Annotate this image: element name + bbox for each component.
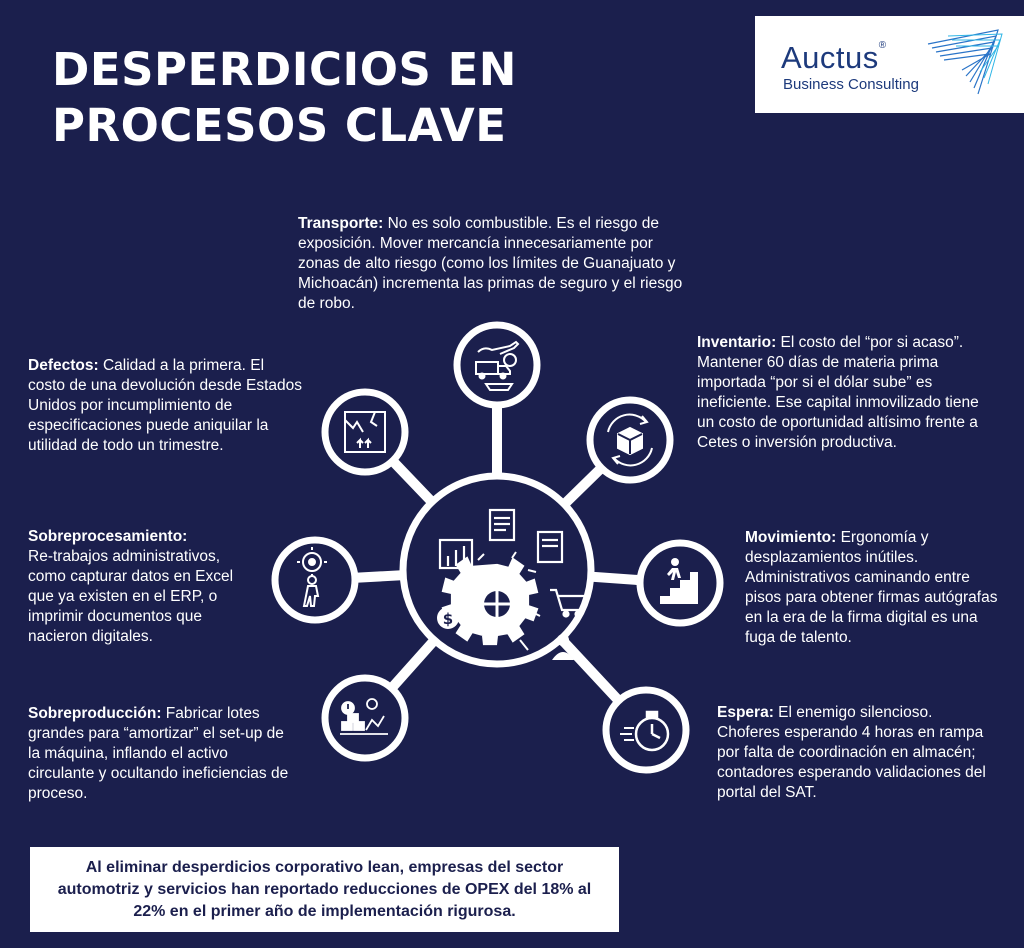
inventory-cycle-icon (607, 413, 653, 467)
logo-registered-mark: ® (878, 40, 887, 51)
waste-sobreproduccion-text: Sobreproducción: Fabricar lotes grandes … (28, 705, 289, 802)
page-title: DESPERDICIOS EN PROCESOS CLAVE (52, 42, 517, 154)
person-stairs-icon (660, 558, 698, 604)
transport-icon (475, 340, 520, 391)
business-process-gear-icon: $ (437, 508, 588, 660)
footer-text: Al eliminar desperdicios corporativo lea… (57, 858, 592, 920)
footer-callout: Al eliminar desperdicios corporativo lea… (30, 847, 619, 932)
overproduction-icon (340, 698, 388, 735)
title-line-1: DESPERDICIOS EN (52, 43, 517, 96)
logo-subtitle: Business Consulting (783, 76, 919, 93)
svg-text:$: $ (443, 610, 453, 628)
waste-sobreprocesamiento-text: Sobreprocesamiento:Re-trabajos administr… (28, 528, 234, 645)
node-defectos (321, 388, 409, 476)
title-line-2: PROCESOS CLAVE (52, 99, 507, 152)
node-sobreproduccion (321, 674, 409, 762)
waste-defectos-text: Defectos: Calidad a la primera. El costo… (28, 357, 303, 454)
waste-transporte-text: Transporte: No es solo combustible. Es e… (298, 215, 683, 312)
node-espera (602, 686, 690, 774)
waste-espera-text: Espera: El enemigo silencioso. Choferes … (717, 704, 986, 801)
stopwatch-icon (620, 710, 670, 752)
logo-mark-icon (927, 29, 1003, 95)
damaged-box-icon (344, 411, 386, 453)
waste-movimiento-text: Movimiento: Ergonomía y desplazamientos … (745, 529, 998, 646)
waste-inventario-text: Inventario: El costo del “por si acaso”.… (697, 334, 979, 451)
company-logo: Auctus® Business Consulting (755, 16, 1024, 113)
person-gear-icon (297, 547, 327, 607)
logo-name: Auctus® (781, 40, 887, 75)
